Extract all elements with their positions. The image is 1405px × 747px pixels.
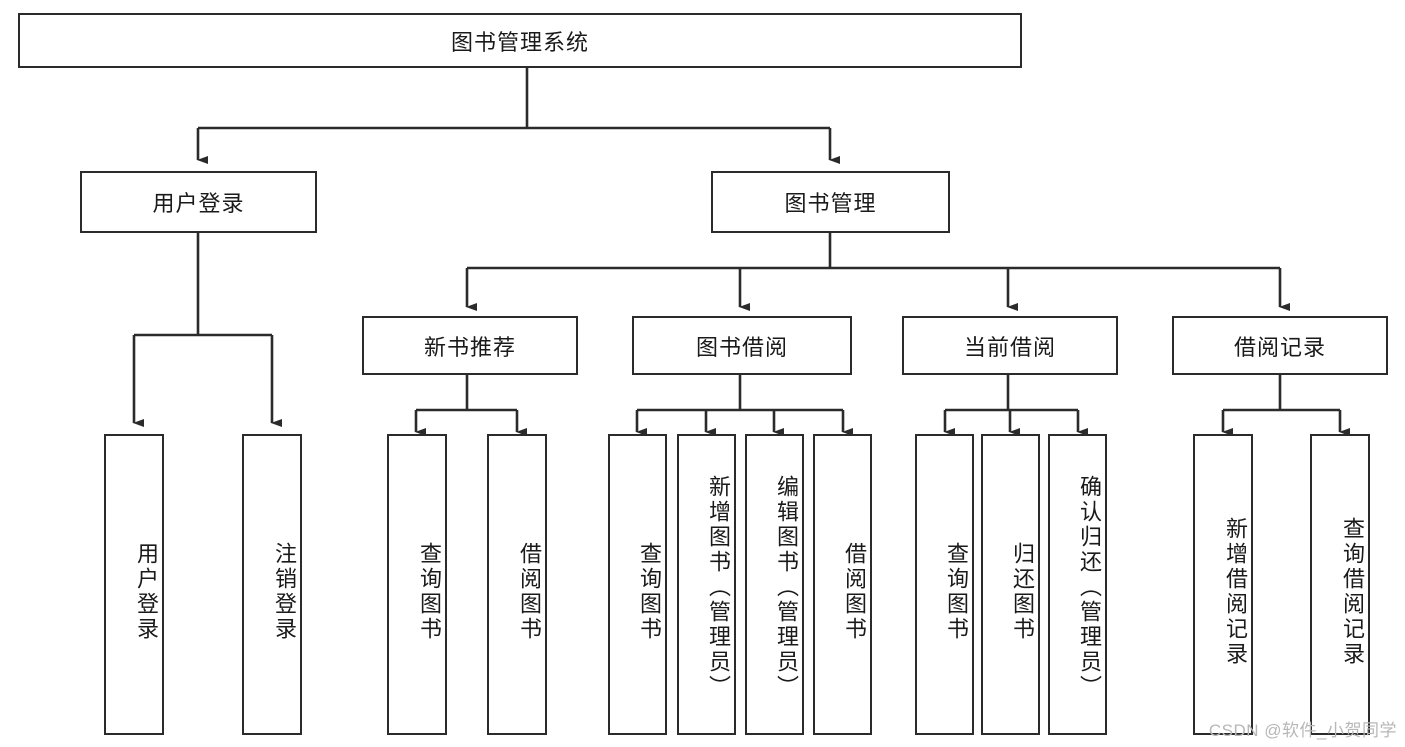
node-leaf-add-book-admin[interactable]: 新增图书（管理员） [677,434,736,735]
node-label: 查询借阅记录 [1340,516,1365,667]
node-leaf-borrow-book[interactable]: 借阅图书 [813,434,872,735]
node-label: 新增图书（管理员） [706,475,731,700]
node-label: 借阅图书 [842,541,867,642]
node-current-borrow[interactable]: 当前借阅 [902,316,1118,375]
node-leaf-query-borrow-record[interactable]: 查询借阅记录 [1310,434,1370,735]
node-leaf-borrow-book-recommend[interactable]: 借阅图书 [487,434,547,735]
node-book-borrow[interactable]: 图书借阅 [632,316,852,375]
node-label: 查询图书 [637,541,662,642]
node-label: 注销登录 [272,541,297,642]
node-label: 借阅图书 [517,541,542,642]
node-borrow-record[interactable]: 借阅记录 [1172,316,1388,375]
node-label: 用户登录 [152,191,245,216]
node-leaf-return-book[interactable]: 归还图书 [981,434,1040,735]
node-label: 图书管理系统 [450,29,589,55]
watermark: CSDN @软件_小贺同学 [1208,721,1397,740]
node-label: 图书管理 [784,191,877,216]
node-new-book-recommend[interactable]: 新书推荐 [362,316,578,375]
node-label: 借阅记录 [1233,334,1326,360]
node-label: 当前借阅 [963,334,1056,360]
node-label: 新书推荐 [423,334,516,360]
node-leaf-add-borrow-record[interactable]: 新增借阅记录 [1193,434,1253,735]
node-label: 查询图书 [417,541,442,642]
node-leaf-logout-login[interactable]: 注销登录 [242,434,302,735]
node-book-management[interactable]: 图书管理 [711,171,950,233]
node-leaf-query-book-recommend[interactable]: 查询图书 [387,434,447,735]
node-label: 编辑图书（管理员） [774,475,799,700]
node-label: 用户登录 [134,541,159,642]
node-label: 新增借阅记录 [1223,516,1248,667]
node-root-book-management-system[interactable]: 图书管理系统 [18,13,1022,68]
node-leaf-user-login[interactable]: 用户登录 [104,434,164,735]
node-leaf-edit-book-admin[interactable]: 编辑图书（管理员） [745,434,804,735]
node-leaf-confirm-return-admin[interactable]: 确认归还（管理员） [1048,434,1107,735]
node-label: 归还图书 [1010,541,1035,642]
node-user-login[interactable]: 用户登录 [80,171,317,233]
node-leaf-query-book-current[interactable]: 查询图书 [915,434,974,735]
node-label: 确认归还（管理员） [1077,475,1102,700]
node-leaf-query-book-borrow[interactable]: 查询图书 [608,434,667,735]
node-label: 查询图书 [944,541,969,642]
node-label: 图书借阅 [695,334,788,360]
